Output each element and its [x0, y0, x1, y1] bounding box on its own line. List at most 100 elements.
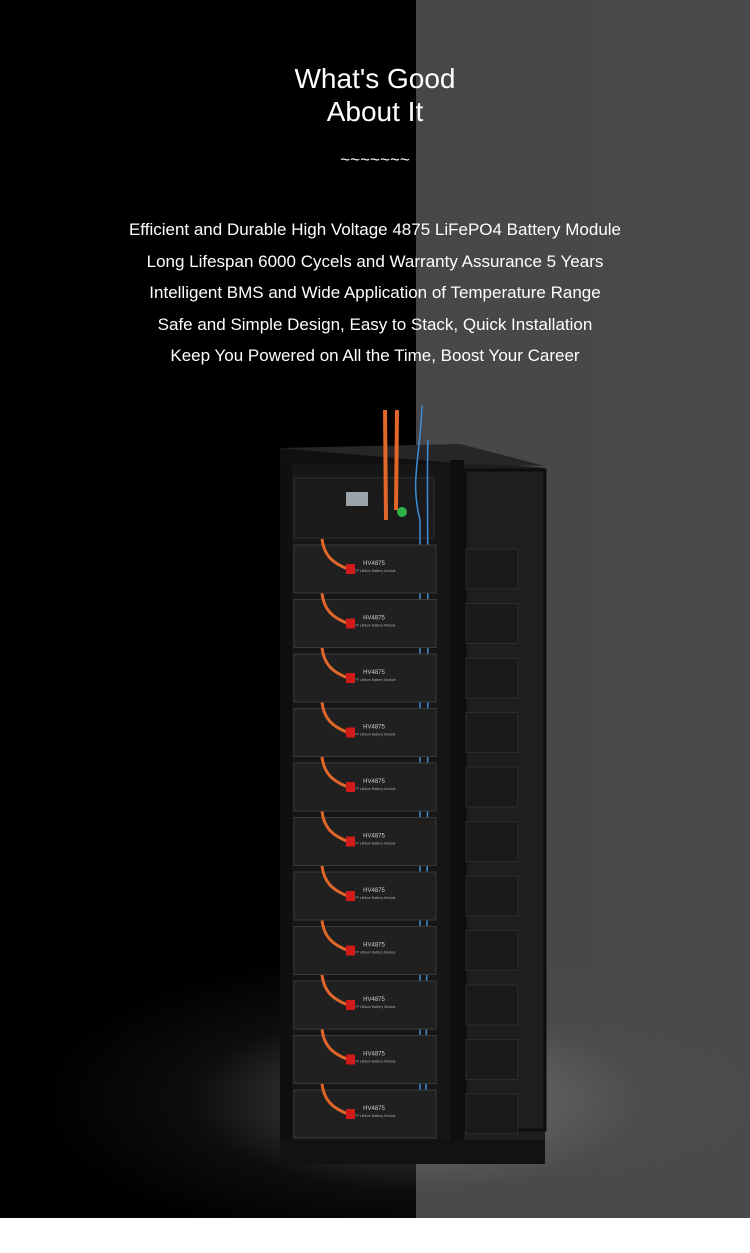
power-cable: [320, 1029, 349, 1061]
feature-item: Safe and Simple Design, Easy to Stack, Q…: [157, 314, 593, 334]
module-sublabel: LFP Lithium Battery Module: [352, 678, 395, 682]
module-housing: [293, 653, 437, 703]
power-connector: [346, 945, 355, 956]
module-side: [465, 712, 519, 753]
module-side: [465, 603, 519, 644]
power-cable: [320, 974, 349, 1007]
power-indicator: [397, 507, 407, 517]
module-sublabel: LFP Lithium Battery Module: [352, 787, 395, 791]
feature-item: Long Lifespan 6000 Cycels and Warranty A…: [146, 251, 604, 271]
power-connector: [346, 1000, 355, 1010]
heading-line-2: About It: [326, 96, 424, 127]
power-connector: [346, 1054, 355, 1065]
heading-divider: ~~~~~~~: [340, 150, 410, 169]
module-sublabel: LFP Lithium Battery Module: [352, 951, 395, 955]
module-housing: [293, 926, 437, 975]
module-side: [465, 984, 519, 1026]
module-housing: [293, 708, 437, 757]
module-housing: [293, 544, 437, 594]
rack-right-post: [450, 460, 464, 1160]
module-model-label: HV4875: [363, 616, 385, 622]
module-model-label: HV4875: [363, 725, 385, 731]
module-sublabel: LFP Lithium Battery Module: [352, 624, 395, 628]
module-model-label: HV4875: [363, 779, 385, 785]
heading-line-1: What's Good: [294, 63, 456, 94]
orange-cable: [383, 409, 388, 521]
module-side: [465, 821, 519, 862]
module-sublabel: LFP Lithium Battery Module: [352, 842, 395, 846]
rack-top-surface: [280, 444, 545, 466]
power-connector: [346, 1109, 355, 1119]
feature-item: Intelligent BMS and Wide Application of …: [149, 283, 601, 302]
product-banner: What's Good About It ~~~~~~~ Efficient a…: [0, 0, 750, 1218]
power-connector: [346, 782, 355, 792]
power-connector: [346, 727, 355, 738]
control-display: [346, 492, 368, 506]
power-cable: [320, 756, 349, 789]
power-cable: [320, 647, 349, 680]
module-sublabel: LFP Lithium Battery Module: [352, 569, 395, 573]
module-model-label: HV4875: [363, 561, 385, 567]
module-side: [465, 657, 519, 699]
module-sublabel: LFP Lithium Battery Module: [352, 733, 395, 737]
module-sublabel: LFP Lithium Battery Module: [352, 896, 395, 900]
module-side: [465, 1093, 519, 1135]
control-box: [293, 477, 435, 539]
power-cable: [320, 811, 349, 843]
module-sublabel: LFP Lithium Battery Module: [352, 1005, 395, 1009]
module-housing: [293, 762, 437, 812]
power-connector: [346, 673, 355, 683]
module-housing: [293, 1035, 437, 1084]
power-cable: [320, 702, 349, 734]
feature-item: Efficient and Durable High Voltage 4875 …: [128, 220, 622, 239]
blue-cable: [414, 404, 423, 1090]
power-cable: [320, 593, 349, 625]
module-side: [465, 875, 519, 917]
module-housing: [293, 599, 437, 648]
module-housing: [293, 871, 437, 921]
orange-cable: [394, 409, 399, 511]
module-model-label: HV4875: [363, 1052, 385, 1058]
section-heading: What's Good About It: [0, 62, 750, 128]
module-model-label: HV4875: [363, 834, 385, 840]
power-cable: [320, 865, 349, 898]
module-model-label: HV4875: [363, 888, 385, 894]
module-model-label: HV4875: [363, 1106, 385, 1112]
power-cable: [320, 920, 349, 952]
module-model-label: HV4875: [363, 943, 385, 949]
power-cable: [320, 538, 349, 571]
module-housing: [293, 1089, 437, 1139]
module-side: [465, 1039, 519, 1080]
module-housing: [293, 817, 437, 866]
module-model-label: HV4875: [363, 997, 385, 1003]
module-housing: [293, 980, 437, 1030]
module-model-label: HV4875: [363, 670, 385, 676]
power-connector: [346, 564, 355, 574]
bottom-margin: [0, 1218, 750, 1253]
module-sublabel: LFP Lithium Battery Module: [352, 1060, 395, 1064]
power-connector: [346, 618, 355, 629]
module-side: [465, 930, 519, 971]
module-side: [465, 548, 519, 590]
feature-item: Keep You Powered on All the Time, Boost …: [170, 346, 580, 365]
rack-base: [280, 1140, 545, 1164]
power-connector: [346, 836, 355, 847]
feature-list: Efficient and Durable High Voltage 4875 …: [0, 214, 750, 372]
module-side: [465, 766, 519, 808]
module-sublabel: LFP Lithium Battery Module: [352, 1114, 395, 1118]
power-cable: [320, 1083, 349, 1116]
rack-left-post: [280, 460, 292, 1160]
